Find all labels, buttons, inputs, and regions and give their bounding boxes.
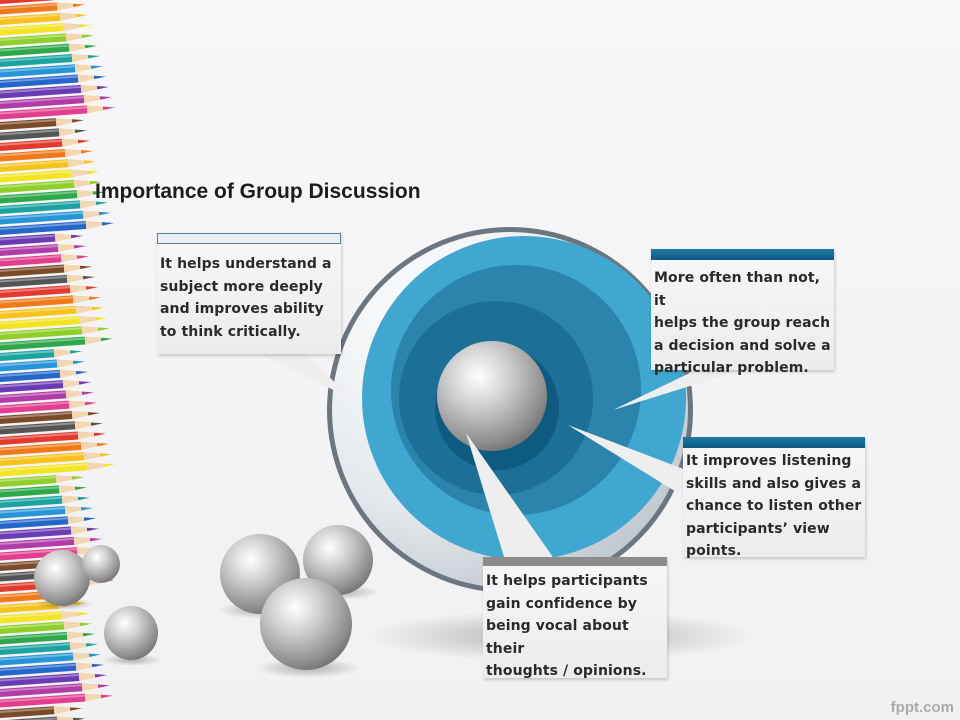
pencil xyxy=(0,359,86,372)
pencil xyxy=(0,74,107,89)
pencil xyxy=(0,169,100,183)
pencil xyxy=(0,536,103,551)
pencil xyxy=(0,431,107,446)
pencil xyxy=(0,84,110,99)
pencil xyxy=(0,652,102,666)
pencil xyxy=(0,295,102,309)
pencil xyxy=(0,441,110,456)
callout-1: It helps understand a subject more deepl… xyxy=(157,233,341,354)
decor-sphere xyxy=(34,550,90,606)
pencil xyxy=(0,706,83,719)
pencil xyxy=(0,495,91,509)
pencil xyxy=(0,138,91,152)
center-sphere xyxy=(437,341,547,451)
pencil xyxy=(0,274,96,288)
pencil xyxy=(0,326,111,341)
pencil xyxy=(0,233,84,246)
pencil xyxy=(0,33,95,47)
decor-sphere xyxy=(260,578,352,670)
pencil xyxy=(0,452,113,467)
callout-3-pointer xyxy=(568,425,686,498)
pencil xyxy=(0,421,104,435)
callout-2: More often than not, it helps the group … xyxy=(651,249,834,376)
pencil xyxy=(0,672,108,687)
pencil xyxy=(0,264,93,278)
pencil xyxy=(0,631,96,645)
pencil xyxy=(0,190,106,204)
pencil xyxy=(0,200,109,215)
decor-sphere xyxy=(303,525,373,595)
callout-2-text: More often than not, it helps the group … xyxy=(654,270,831,376)
pencil xyxy=(0,369,89,383)
pencil xyxy=(0,2,86,15)
watermark: fppt.com xyxy=(890,699,954,716)
pencil xyxy=(0,221,115,236)
pencil xyxy=(0,642,99,656)
callout-2-pointer xyxy=(613,368,748,410)
pencil xyxy=(0,243,87,257)
decor-sphere xyxy=(82,545,120,583)
pencil xyxy=(0,662,105,677)
decor-sphere xyxy=(104,606,158,660)
pencil xyxy=(0,380,92,393)
pencil xyxy=(0,693,114,708)
pencil xyxy=(0,305,105,320)
callout-2-header-bar xyxy=(651,249,834,260)
pencil xyxy=(0,315,108,330)
pencil xyxy=(0,159,97,173)
pencil xyxy=(0,12,89,26)
pencil xyxy=(0,505,94,519)
callout-1-text: It helps understand a subject more deepl… xyxy=(160,256,332,340)
callout-4-header-bar xyxy=(483,557,667,566)
pencil xyxy=(0,611,90,624)
pencil xyxy=(0,336,114,351)
pencil xyxy=(0,128,88,141)
pencil xyxy=(0,53,101,68)
pencil xyxy=(0,400,98,414)
pencil xyxy=(0,526,100,540)
pencil xyxy=(0,148,94,162)
callout-3: It improves listening skills and also gi… xyxy=(683,437,865,559)
pencil xyxy=(0,390,95,404)
pencil xyxy=(0,95,113,110)
pencil xyxy=(0,105,115,120)
pencil xyxy=(0,462,115,477)
pencil xyxy=(0,179,103,194)
pencil xyxy=(0,621,93,635)
pencil xyxy=(0,516,97,530)
pencil xyxy=(0,0,77,5)
callout-4: It helps participants gain confidence by… xyxy=(483,557,667,679)
callout-3-text: It improves listening skills and also gi… xyxy=(686,453,862,559)
pencil xyxy=(0,254,90,267)
pencil xyxy=(0,485,88,498)
pencil xyxy=(0,23,92,36)
pencil xyxy=(0,43,98,57)
pencil xyxy=(0,475,85,488)
callout-4-pointer xyxy=(466,433,555,560)
pencil xyxy=(0,118,85,131)
slide-title: Importance of Group Discussion xyxy=(95,180,421,203)
pencil xyxy=(0,285,99,299)
pencil xyxy=(0,410,101,425)
callout-1-pointer xyxy=(255,352,350,398)
pencil xyxy=(0,64,104,78)
pencil xyxy=(0,349,83,362)
pencil xyxy=(0,210,112,225)
callout-1-header-bar xyxy=(157,233,341,244)
pencil xyxy=(0,683,111,698)
callout-3-header-bar xyxy=(683,437,865,448)
callout-4-text: It helps participants gain confidence by… xyxy=(486,573,648,679)
